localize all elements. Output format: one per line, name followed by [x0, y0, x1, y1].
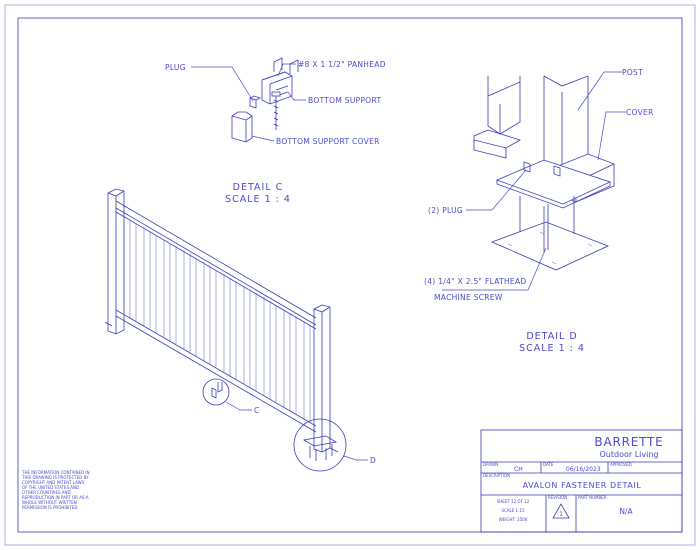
svg-text:COPYRIGHT AND PATENT LAWS: COPYRIGHT AND PATENT LAWS [22, 480, 85, 485]
detail-c-scale: SCALE 1 : 4 [225, 194, 291, 205]
company-division: Outdoor Living [600, 450, 659, 459]
screw-callout-line1: (4) 1/4" X 2.5" FLATHEAD [424, 277, 526, 286]
revision-triangle-icon [552, 503, 570, 519]
svg-text:OTHER COUNTRIES AND: OTHER COUNTRIES AND [22, 490, 71, 495]
screw-callout-line2: MACHINE SCREW [434, 293, 503, 302]
inner-border [17, 17, 683, 533]
panhead-leader [277, 63, 296, 77]
revision-label: REVISION [548, 495, 567, 500]
drawn-by: CH [514, 466, 523, 473]
svg-text:THIS DRAWING IS PROTECTED BY: THIS DRAWING IS PROTECTED BY [21, 475, 89, 480]
date-label: DATE [543, 462, 554, 467]
detail-d-marker [293, 418, 368, 472]
sheet-scale: SCALE 1:15 [501, 508, 525, 513]
sheet-weight: WEIGHT: 2500 [499, 517, 528, 522]
sheet-number: SHEET 12 OF 12 [497, 499, 530, 504]
post-leader [577, 71, 622, 111]
panhead-callout: #8 X 1 1/2" PANHEAD [298, 60, 386, 69]
part-number-label: PART NUMBER [578, 495, 607, 500]
plug-leader-c [191, 66, 254, 102]
detail-c-title: DETAIL C [233, 182, 284, 193]
detail-c-drawing [231, 57, 299, 143]
part-number: N/A [619, 507, 633, 516]
plug-leader-d [466, 169, 527, 211]
detail-d-drawing [473, 75, 615, 271]
svg-text:PERMISSION IS PROHIBITED.: PERMISSION IS PROHIBITED. [22, 505, 79, 510]
detail-c-marker [202, 378, 252, 411]
svg-text:WHOLE WITHOUT WRITTEN: WHOLE WITHOUT WRITTEN [22, 500, 77, 505]
plug-callout-c: PLUG [165, 63, 186, 72]
detail-c-marker-label: C [254, 406, 260, 415]
drawing-date: 06/16/2023 [566, 466, 601, 473]
revision-number: 1 [559, 511, 563, 518]
drawn-label: DRAWN [483, 462, 498, 467]
cover-callout: COVER [626, 108, 654, 117]
cover-leader [597, 111, 626, 161]
copyright-disclaimer: THE INFORMATION CONTAINED IN THIS DRAWIN… [21, 470, 90, 510]
detail-d-title: DETAIL D [526, 331, 577, 342]
svg-text:THE INFORMATION CONTAINED IN: THE INFORMATION CONTAINED IN [21, 470, 90, 475]
railing-isometric [104, 188, 339, 453]
post-callout: POST [622, 68, 643, 77]
approved-label: APPROVED [610, 462, 632, 467]
svg-text:OF THE UNITED STATES AND: OF THE UNITED STATES AND [22, 485, 79, 490]
title-block [480, 429, 683, 533]
drawing-description: AVALON FASTENER DETAIL [523, 481, 642, 490]
description-label: DESCRIPTION [483, 473, 510, 478]
detail-d-marker-label: D [370, 456, 376, 465]
bottom-support-leader [287, 91, 306, 101]
detail-d-scale: SCALE 1 : 4 [519, 343, 585, 354]
bottom-support-cover-leader [251, 135, 275, 142]
bottom-support-callout: BOTTOM SUPPORT [308, 96, 381, 105]
bottom-support-cover-callout: BOTTOM SUPPORT COVER [276, 137, 380, 146]
svg-text:REPRODUCTION IN PART OR AS A: REPRODUCTION IN PART OR AS A [22, 495, 89, 500]
screw-leader [442, 247, 547, 291]
outer-border [4, 4, 696, 546]
plug-callout-d: (2) PLUG [428, 206, 463, 215]
company-name: BARRETTE [594, 435, 663, 449]
